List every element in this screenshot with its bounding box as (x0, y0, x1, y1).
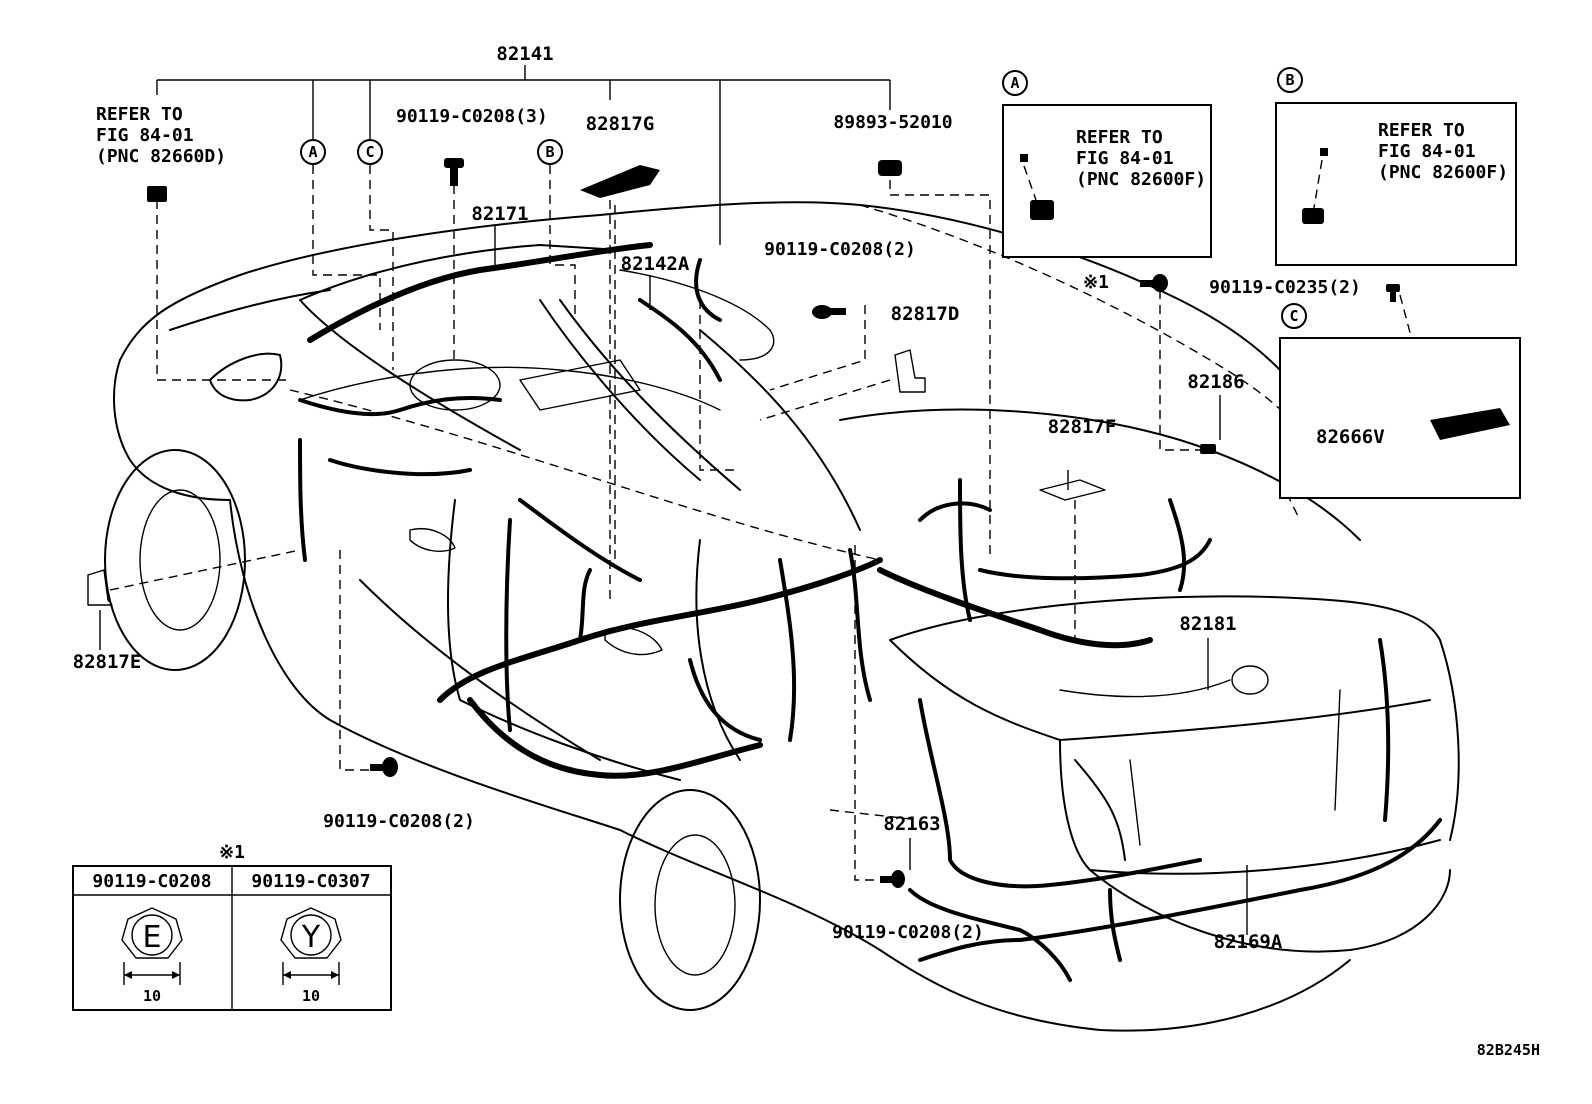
wire-harness-instrument-panel (298, 258, 722, 582)
label-bolt-rear: 90119-C0208(2) (832, 922, 984, 943)
bolt-table-col1: 90119-C0208 (92, 871, 211, 892)
label-bolt-top: 90119-C0208(3) (396, 106, 548, 127)
label-82141: 82141 (496, 43, 553, 65)
label-82817e: 82817E (73, 651, 142, 673)
clip-82186 (1200, 444, 1216, 454)
label-bolt-c: 90119-C0235(2) (1209, 277, 1361, 298)
bolt-icon-top (444, 158, 464, 186)
label-82666v: 82666V (1316, 426, 1385, 448)
inset-b-tag: B (1285, 71, 1294, 89)
wire-harness-rear-bumper (918, 638, 1442, 962)
bracket-82817d (894, 349, 926, 393)
refer-left-note: REFER TO FIG 84-01 (PNC 82660D) (96, 104, 226, 167)
inset-c: C 82666V (1279, 284, 1521, 499)
bracket-82817g (580, 165, 660, 198)
refer-left-line1: REFER TO (96, 104, 183, 125)
inset-b-line2: FIG 84-01 (1378, 141, 1476, 162)
wire-harness-floor (437, 518, 883, 779)
label-89893-52010: 89893-52010 (833, 112, 952, 133)
label-82817d: 82817D (891, 303, 960, 325)
label-82171: 82171 (471, 203, 528, 225)
label-82169a: 82169A (1214, 931, 1283, 953)
label-82163: 82163 (883, 813, 940, 835)
bolt-mark-y: Y (301, 920, 321, 955)
label-82181: 82181 (1179, 613, 1236, 635)
label-bolt-left: 90119-C0208(2) (323, 811, 475, 832)
bolt-icon-rear (880, 870, 905, 888)
label-82817f: 82817F (1048, 416, 1117, 438)
wire-harness-rear-sub (908, 888, 1072, 982)
refer-left-line2: FIG 84-01 (96, 125, 194, 146)
inset-c-tag: C (1289, 307, 1298, 325)
inset-b-line1: REFER TO (1378, 120, 1465, 141)
svg-text:B: B (545, 143, 554, 161)
connector-89893 (878, 160, 902, 176)
bolt-table-note: ※1 (219, 842, 245, 863)
label-plate-82817f (1039, 479, 1106, 501)
bolt-head-y-icon: Y 10 (280, 907, 342, 1005)
bolt-mark-e: E (143, 920, 162, 955)
label-note-star: ※1 (1083, 272, 1109, 293)
label-bolt-mid: 90119-C0208(2) (764, 239, 916, 260)
inset-a-tag: A (1010, 74, 1019, 92)
bolt-table-col2: 90119-C0307 (251, 871, 370, 892)
refer-left-line3: (PNC 82660D) (96, 146, 226, 167)
bolt-size-y: 10 (302, 987, 320, 1005)
inset-a-line2: FIG 84-01 (1076, 148, 1174, 169)
inset-b: B REFER TO FIG 84-01 (PNC 82600F) (1275, 67, 1517, 266)
bolt-table: ※1 90119-C0208 90119-C0307 E 10 Y (72, 842, 392, 1011)
svg-text:A: A (308, 143, 317, 161)
solid-leaders (99, 151, 1440, 935)
callout-c: C (357, 139, 383, 165)
label-82141-bracket (156, 65, 891, 245)
inset-a: A REFER TO FIG 84-01 (PNC 82600F) (1002, 70, 1212, 258)
wire-harness-trunk (877, 478, 1231, 698)
wire-harness-roof (307, 242, 653, 343)
inset-a-line1: REFER TO (1076, 127, 1163, 148)
connector-82660d (147, 186, 167, 202)
callout-a: A (300, 139, 326, 165)
inset-b-line3: (PNC 82600F) (1378, 162, 1508, 183)
bolt-icon-left (370, 757, 398, 777)
label-82186: 82186 (1187, 371, 1244, 393)
bolt-icon-star (1140, 274, 1168, 292)
dashed-leaders (109, 165, 1461, 881)
label-82817g: 82817G (586, 113, 655, 135)
callout-b: B (537, 139, 563, 165)
bracket-82817e (87, 569, 113, 606)
svg-text:C: C (365, 143, 374, 161)
bolt-size-e: 10 (143, 987, 161, 1005)
bolt-head-e-icon: E 10 (121, 907, 183, 1005)
car-body-outline (104, 201, 1460, 1032)
figure-code: 82B245H (1477, 1041, 1540, 1059)
bolt-icon-mid (812, 305, 846, 319)
inset-a-line3: (PNC 82600F) (1076, 169, 1206, 190)
label-82142a: 82142A (621, 253, 690, 275)
